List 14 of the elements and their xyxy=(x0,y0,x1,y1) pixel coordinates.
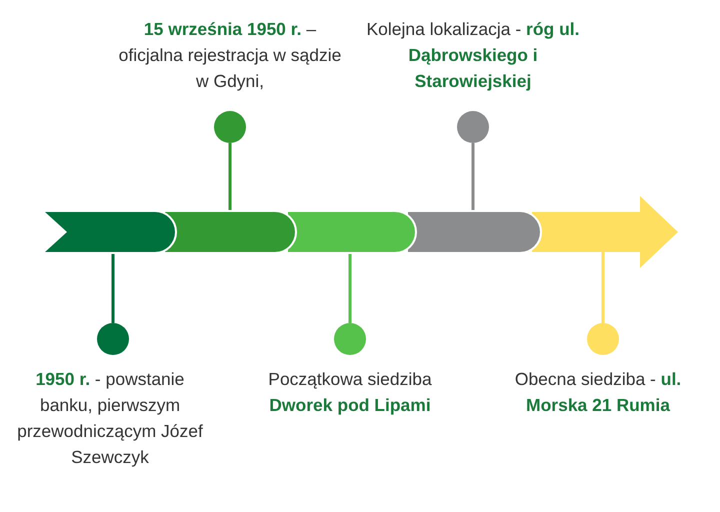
milestone-description: Początkowa siedziba Dworek pod Lipami xyxy=(267,368,433,417)
connector-line xyxy=(228,143,232,212)
connector-line xyxy=(602,252,604,323)
milestone-description: Kolejna lokalizacja - róg ul. Dąbrowskiego i Starowiejskiej xyxy=(366,18,580,93)
milestone-description: 1950 r. - powstanie banku, pierwszym przewodniczącym Józef Szewczyk xyxy=(16,368,204,469)
timeline-segment xyxy=(408,212,540,252)
timeline-arrow-segment xyxy=(532,196,678,268)
milestone-description: Obecna siedziba - ul. Morska 21 Rumia xyxy=(514,368,682,417)
connector-line xyxy=(472,143,474,212)
milestone-description: 15 września 1950 r. – oficjalna rejestracja w sądzie w Gdyni, xyxy=(118,18,342,93)
connector-line xyxy=(348,252,352,323)
timeline-segment xyxy=(288,212,415,252)
connector-line xyxy=(112,252,114,323)
timeline-segment xyxy=(165,212,295,252)
